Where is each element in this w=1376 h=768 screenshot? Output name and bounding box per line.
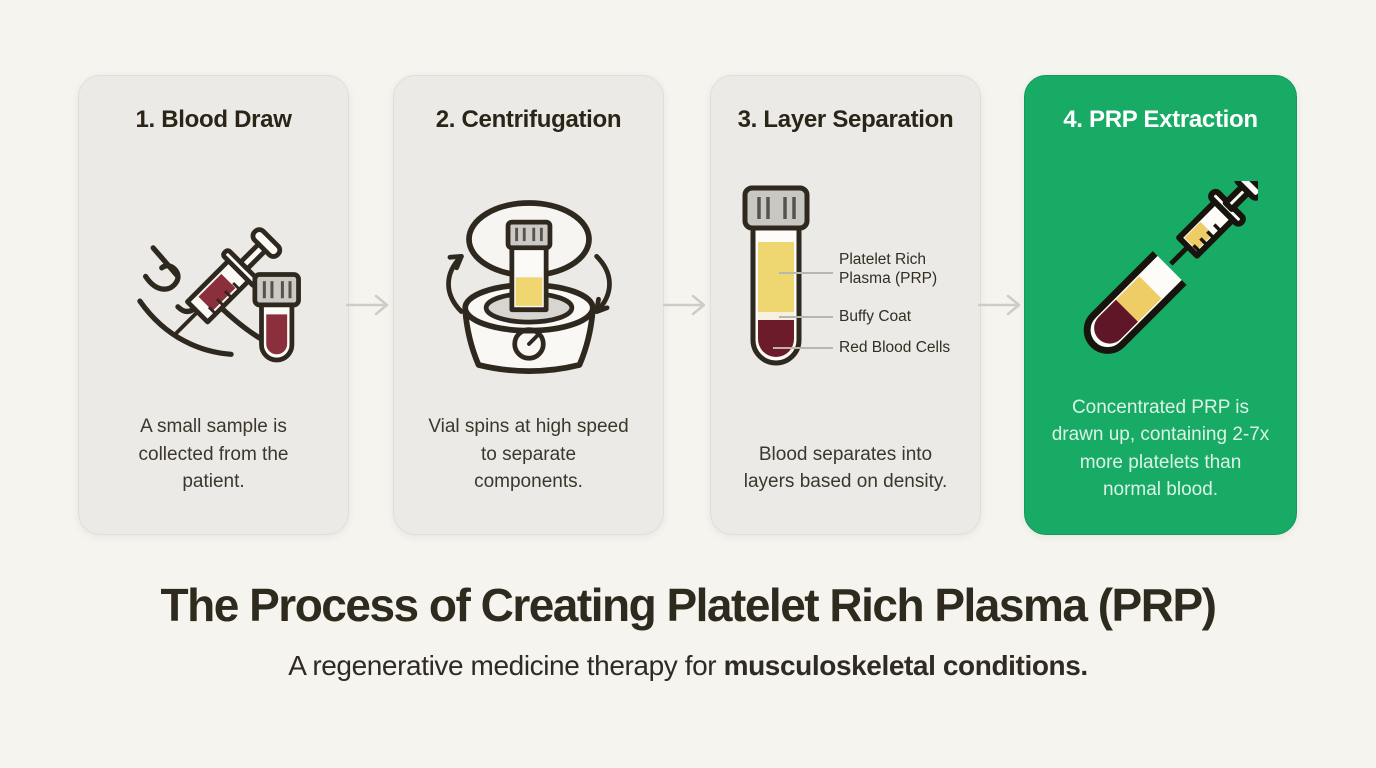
step-card-layer-separation: 3. Layer Separation: [710, 75, 981, 535]
label-red-blood-cells: Red Blood Cells: [839, 338, 951, 356]
step-card-prp-extraction: 4. PRP Extraction: [1024, 75, 1297, 535]
label-prp: Platelet Rich Plasma (PRP): [839, 250, 938, 288]
leader-line-prp: [779, 271, 833, 274]
step-description: Vial spins at high speed to separate com…: [428, 416, 629, 493]
step-description: Concentrated PRP is drawn up, containing…: [1051, 396, 1270, 501]
arrow-right-icon: [663, 294, 706, 316]
arrow-right-icon: [978, 294, 1021, 316]
step-title: 3. Layer Separation: [737, 106, 954, 133]
blood-draw-icon: [136, 226, 301, 362]
arrow-right-icon: [346, 294, 389, 316]
step-title: 2. Centrifugation: [435, 106, 622, 133]
subtitle-bold: musculoskeletal conditions.: [723, 650, 1089, 681]
label-buffy-coat: Buffy Coat: [839, 307, 912, 325]
step-description: Blood separates into layers based on den…: [743, 443, 948, 493]
layered-tube-icon: Platelet Rich Plasma (PRP) Buffy Coat Re…: [723, 184, 968, 384]
step-title: 4. PRP Extraction: [1063, 106, 1258, 133]
leader-line-rbc: [773, 346, 833, 349]
layered-tube-graphic: [742, 185, 810, 365]
leader-line-buffy: [779, 315, 833, 318]
subtitle-regular: A regenerative medicine therapy for: [288, 650, 724, 681]
prp-extraction-icon: [1083, 181, 1258, 354]
step-card-blood-draw: 1. Blood Draw: [78, 75, 349, 535]
page-title: The Process of Creating Platelet Rich Pl…: [160, 579, 1217, 631]
centrifuge-icon: [445, 200, 612, 374]
step-description: A small sample is collected from the pat…: [138, 416, 289, 493]
step-card-centrifugation: 2. Centrifugation: [393, 75, 664, 535]
page-subtitle: A regenerative medicine therapy for musc…: [0, 650, 1376, 682]
step-title: 1. Blood Draw: [135, 106, 292, 133]
